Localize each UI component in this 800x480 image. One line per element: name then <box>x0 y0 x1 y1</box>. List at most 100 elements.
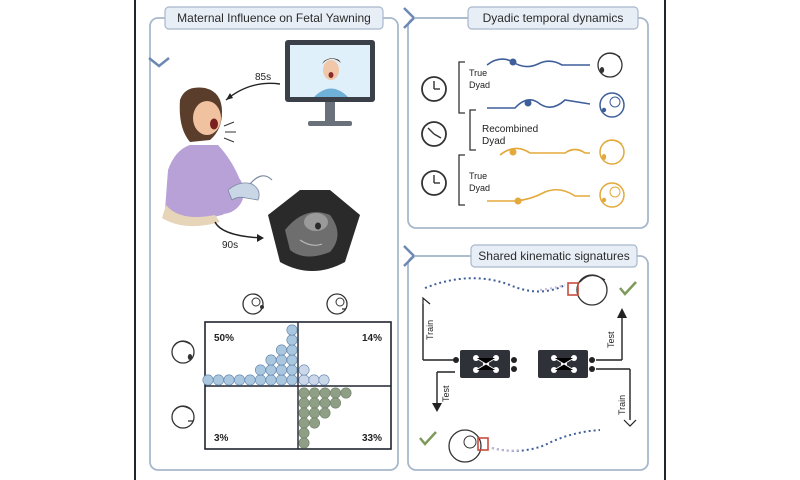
quadrant-dot <box>298 407 310 419</box>
bracket <box>458 61 465 114</box>
mother-face-icon <box>171 340 195 364</box>
bracket <box>458 154 465 206</box>
check-icon <box>419 431 437 446</box>
row1-label-line1: True <box>469 68 487 78</box>
arrow-head <box>226 93 233 100</box>
quadrant-dot <box>298 374 310 386</box>
clock-icon <box>421 121 447 147</box>
quadrant-bottom-left-value: 3% <box>214 433 229 444</box>
arrow-head <box>617 308 627 318</box>
mother-face-icon <box>599 139 625 165</box>
waveform-mother-recombined <box>499 147 590 156</box>
quadrant-dot <box>298 427 310 439</box>
test-label-right: Test <box>606 331 616 348</box>
train-label-left: Train <box>425 320 435 340</box>
pregnant-mother-image <box>162 87 273 227</box>
mother-face-icon <box>567 274 608 306</box>
check-icon <box>619 281 637 296</box>
dot-cluster-light <box>298 364 330 386</box>
quadrant-dot <box>318 374 330 386</box>
quadrant-dot <box>265 354 277 366</box>
quadrant-dot <box>308 374 320 386</box>
fork-icon <box>422 296 431 305</box>
waveform-marker <box>509 58 517 66</box>
panel-maternal-title-box <box>164 6 384 30</box>
waveform-marker <box>509 148 517 156</box>
quadrant-dot <box>308 407 320 419</box>
row3-label-line2: Dyad <box>469 183 490 193</box>
quadrant-dot <box>308 417 320 429</box>
waveform-mother-true <box>486 58 590 68</box>
waveform-marker <box>514 197 522 205</box>
quadrant-dot <box>286 374 298 386</box>
quadrant-dot <box>329 387 341 399</box>
quadrant-top-left-value: 50% <box>214 333 234 344</box>
fetus-head-icon <box>599 92 625 118</box>
quadrant-dot <box>298 417 310 429</box>
fork-icon <box>623 419 637 427</box>
quadrant-dot <box>286 354 298 366</box>
quadrant-dot <box>255 364 267 376</box>
test-label-left: Test <box>441 385 451 402</box>
quadrant-dot <box>265 364 277 376</box>
fetus-head-icon <box>599 182 625 208</box>
yawn-quadrant-chart: 50% 14% 3% 33% <box>202 321 392 450</box>
quadrant-dot <box>319 407 331 419</box>
quadrant-dot <box>275 354 287 366</box>
quadrant-dot <box>319 387 331 399</box>
neural-network-icon <box>453 350 517 378</box>
mother-face-icon <box>171 405 195 429</box>
quadrant-dot <box>275 374 287 386</box>
quadrant-bottom-right-value: 33% <box>362 433 382 444</box>
dot-cluster-blue <box>202 324 298 386</box>
quadrant-dot <box>275 344 287 356</box>
panel-dyadic-title: Dyadic temporal dynamics <box>483 11 624 25</box>
panel-maternal-title: Maternal Influence on Fetal Yawning <box>177 11 371 25</box>
mother-face-icon <box>597 52 623 78</box>
neural-network-icon <box>538 350 595 378</box>
quadrant-dot <box>298 364 310 376</box>
panel-maternal: Maternal Influence on Fetal Yawning 85s <box>148 6 399 471</box>
quadrant-dot <box>298 397 310 409</box>
quadrant-dot <box>308 397 320 409</box>
quadrant-dot <box>286 334 298 346</box>
clock-icon <box>421 170 447 196</box>
panel-kinematic: Shared kinematic signatures Train <box>403 244 649 471</box>
quadrant-dot <box>255 374 267 386</box>
fetus-head-icon <box>448 429 489 463</box>
quadrant-dot <box>286 364 298 376</box>
row3-label-line1: True <box>469 171 487 181</box>
quadrant-dot <box>244 374 256 386</box>
arrow-mother-to-ultrasound <box>214 221 263 239</box>
quadrant-dot <box>286 324 298 336</box>
row2-label-line2: Dyad <box>482 136 505 147</box>
waveform-marker <box>524 99 532 107</box>
quadrant-dot <box>298 387 310 399</box>
quadrant-dot <box>275 364 287 376</box>
arrow-head <box>432 403 442 412</box>
ultrasound-fetus-image <box>268 190 360 271</box>
dotted-signal-top <box>424 277 566 293</box>
bracket <box>469 109 476 151</box>
dot-cluster-green <box>298 387 352 449</box>
delay-video-label: 85s <box>255 72 271 83</box>
quadrant-dot <box>234 374 246 386</box>
quadrant-dot <box>265 374 277 386</box>
monitor-yawning-man-image <box>285 40 375 126</box>
quadrant-dot <box>340 387 352 399</box>
quadrant-top-right-value: 14% <box>362 333 382 344</box>
row1-label-line2: Dyad <box>469 80 490 90</box>
quadrant-dot <box>213 374 225 386</box>
chevron-down-icon <box>148 57 170 68</box>
quadrant-dot <box>286 344 298 356</box>
arrow-head <box>257 234 264 242</box>
clock-icon <box>421 76 447 102</box>
quadrant-dot <box>319 397 331 409</box>
fetus-head-icon <box>242 293 264 315</box>
quadrant-dot <box>223 374 235 386</box>
quadrant-dot <box>298 437 310 449</box>
fetus-head-icon <box>326 293 348 315</box>
delay-ultrasound-label: 90s <box>222 240 238 251</box>
waveform-fetus-true <box>487 99 591 109</box>
